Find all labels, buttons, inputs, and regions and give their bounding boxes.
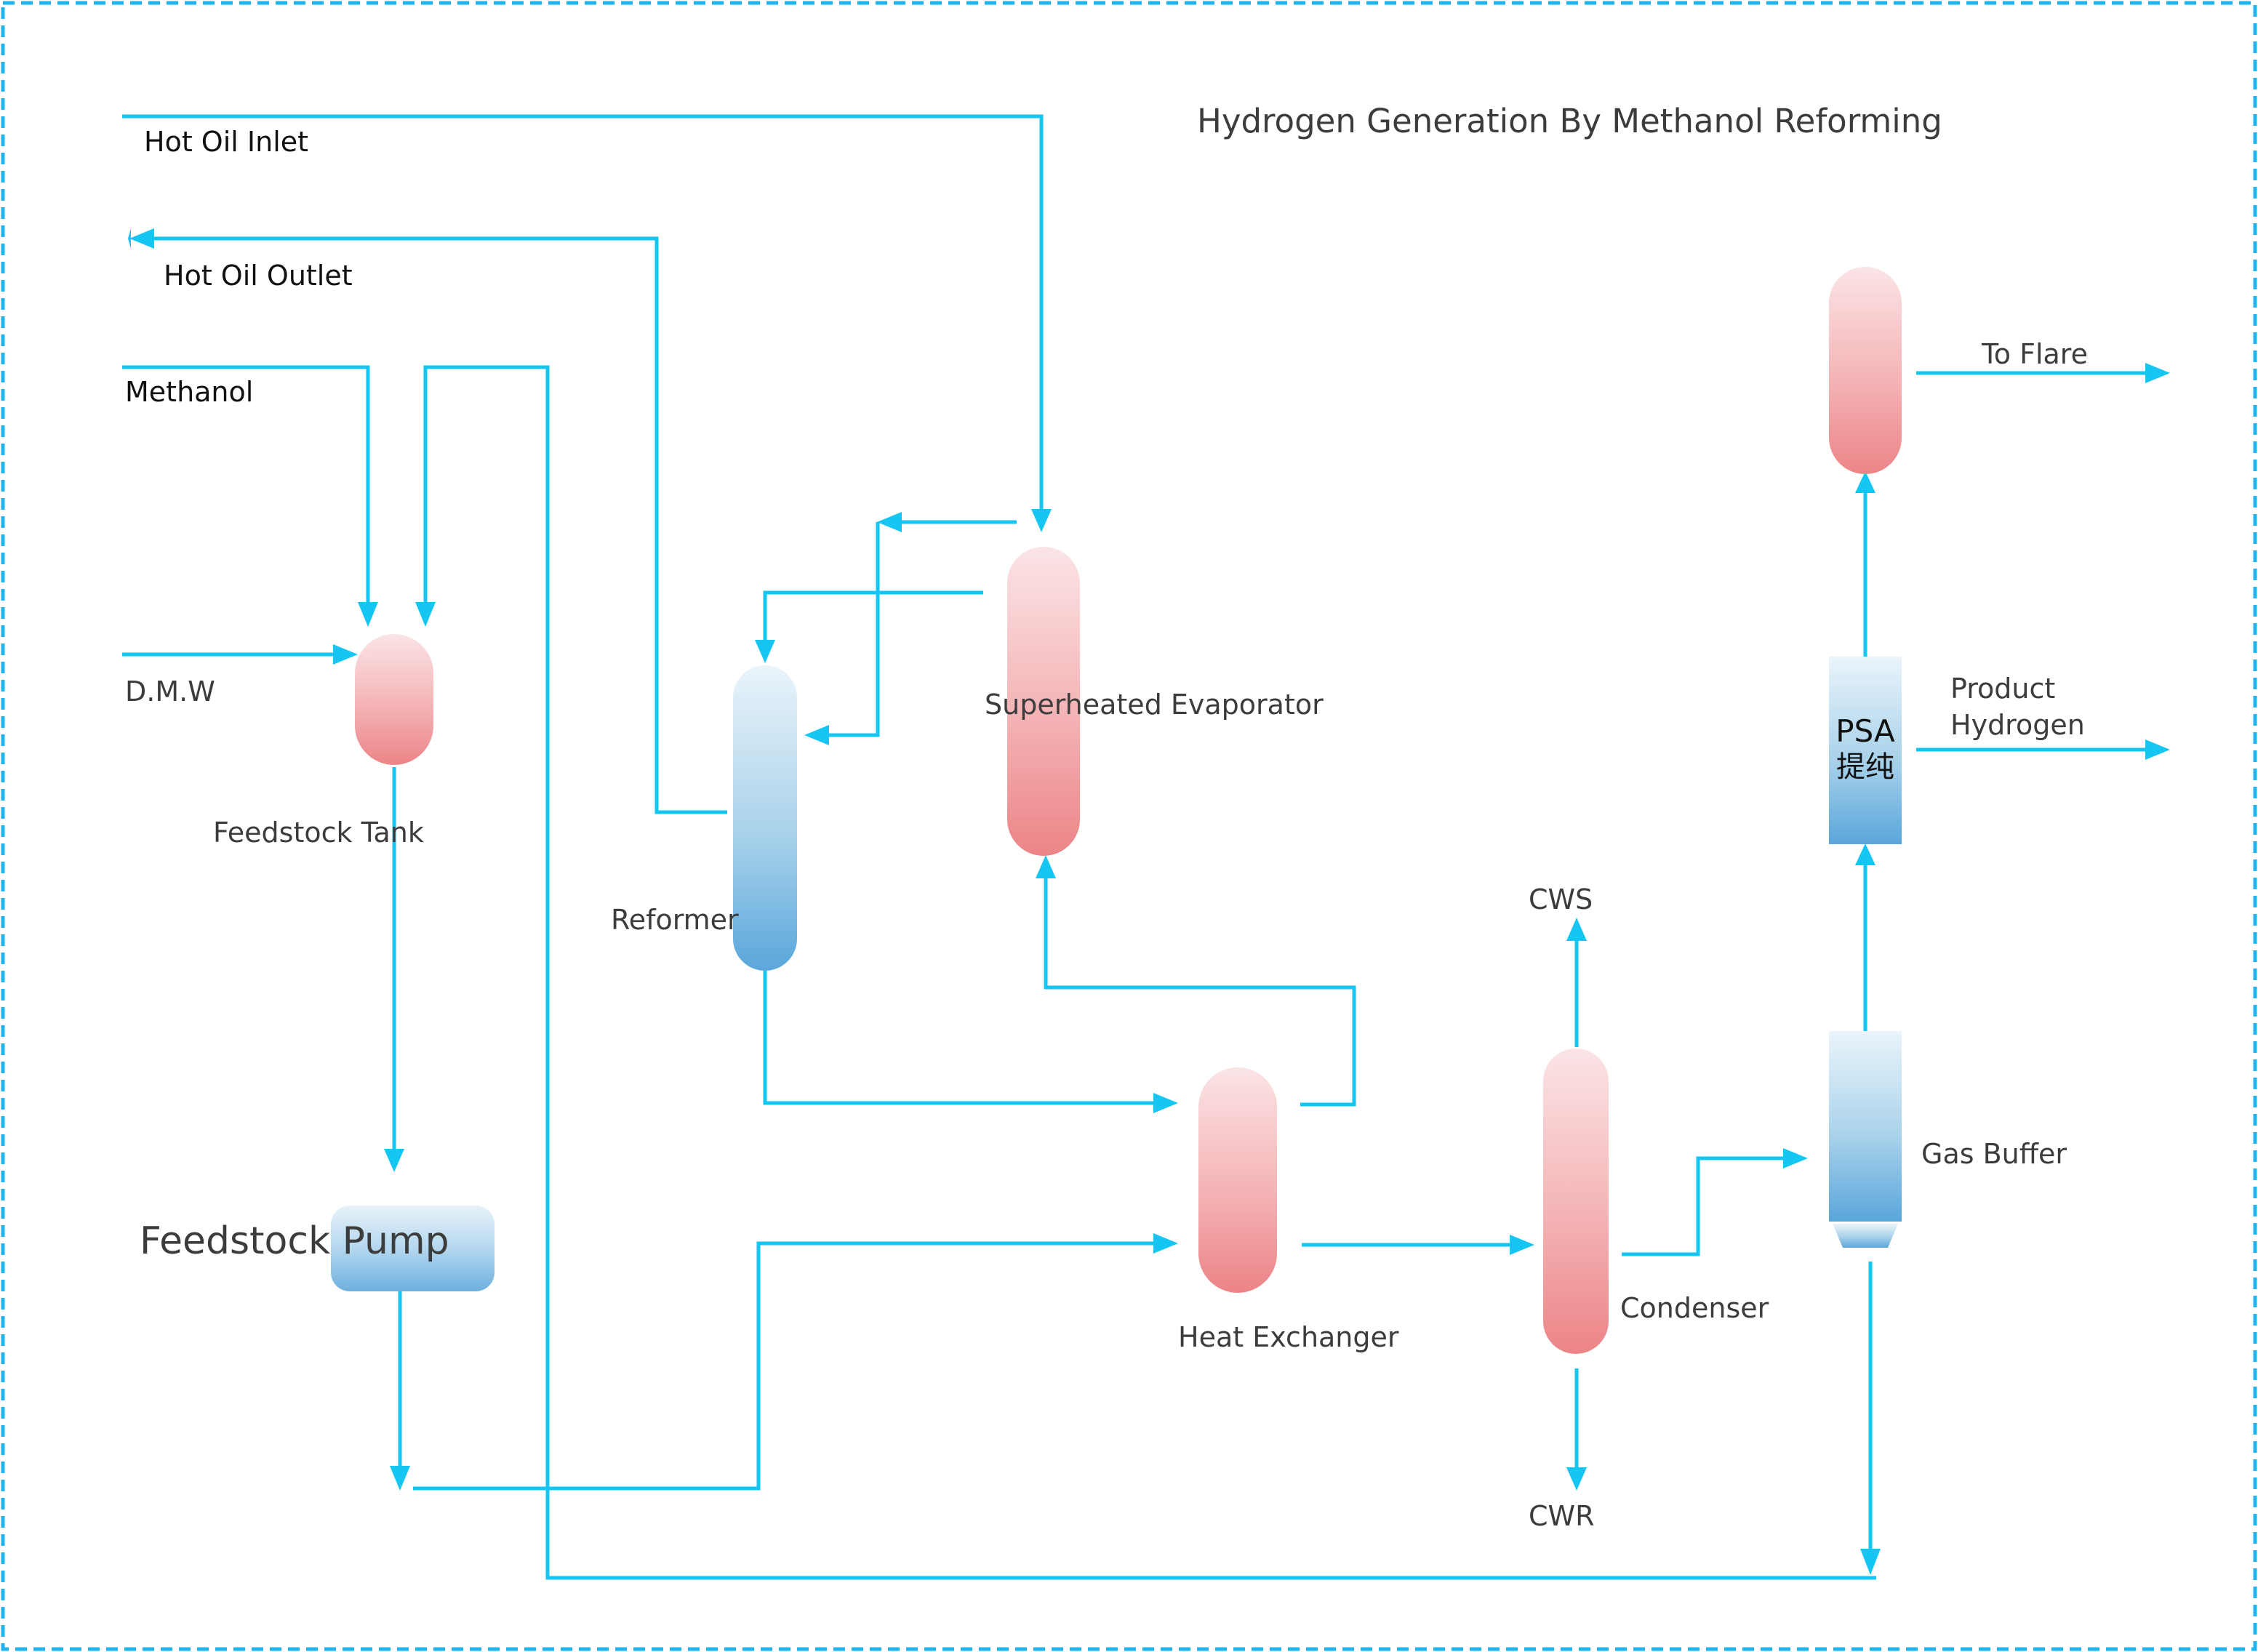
arrow-return-loop bbox=[415, 602, 436, 627]
arrow-product-hydrogen bbox=[2145, 739, 2170, 760]
diagram-title: Hydrogen Generation By Methanol Reformin… bbox=[1197, 102, 1942, 140]
flare-vessel bbox=[1829, 267, 1902, 474]
label-cwr: CWR bbox=[1529, 1500, 1595, 1532]
arrow-pump-to-hx bbox=[1153, 1233, 1178, 1254]
label-reformer: Reformer bbox=[611, 904, 739, 936]
arrow-buffer-to-psa bbox=[1855, 843, 1875, 865]
flow-methanol bbox=[122, 365, 370, 608]
label-gas-buffer: Gas Buffer bbox=[1921, 1138, 2067, 1170]
flow-evaporator-to-reformer-top bbox=[763, 590, 983, 647]
label-methanol: Methanol bbox=[125, 376, 253, 408]
label-dmw: D.M.W bbox=[125, 675, 215, 707]
labels: Hydrogen Generation By Methanol Reformin… bbox=[125, 102, 2088, 1532]
feedstock-tank-vessel bbox=[355, 634, 433, 765]
arrow-dmw bbox=[333, 644, 358, 665]
label-psa-purification: 提纯 bbox=[1836, 750, 1894, 784]
superheated-evaporator-vessel bbox=[1007, 547, 1080, 856]
arrow-reformer-to-hx bbox=[1153, 1093, 1178, 1113]
arrowheads bbox=[128, 228, 2170, 1575]
reformer-vessel bbox=[733, 665, 797, 971]
heat-exchanger-vessel bbox=[1198, 1067, 1277, 1293]
label-to-flare: To Flare bbox=[1981, 338, 2088, 370]
label-product-hydrogen-line1: Product bbox=[1950, 673, 2055, 705]
label-condenser: Condenser bbox=[1620, 1292, 1769, 1324]
arrow-hot-oil-inlet bbox=[1031, 509, 1052, 532]
arrow-hx-to-condenser bbox=[1510, 1235, 1534, 1255]
arrow-evaporator-branch bbox=[877, 512, 902, 532]
arrow-buffer-bottom bbox=[1860, 1549, 1881, 1575]
arrow-cwr bbox=[1566, 1467, 1587, 1491]
equipment bbox=[331, 267, 1902, 1354]
arrow-condenser-to-buffer bbox=[1783, 1148, 1808, 1168]
label-psa: PSA bbox=[1835, 713, 1895, 749]
flow-evaporator-to-reformer-side bbox=[818, 522, 880, 737]
arrow-pump-down bbox=[390, 1466, 410, 1491]
label-feedstock-tank: Feedstock Tank bbox=[213, 817, 424, 849]
psa-column bbox=[1829, 657, 1902, 844]
label-cws: CWS bbox=[1529, 883, 1593, 915]
flow-hot-oil-outlet bbox=[153, 236, 727, 814]
gas-buffer-vessel bbox=[1829, 1031, 1902, 1222]
arrow-evaporator-to-reformer bbox=[755, 640, 775, 663]
arrow-methanol bbox=[358, 602, 378, 627]
arrow-tank-to-pump bbox=[384, 1149, 404, 1172]
label-product-hydrogen-line2: Hydrogen bbox=[1950, 709, 2085, 741]
label-superheated-evaporator: Superheated Evaporator bbox=[985, 689, 1324, 721]
arrow-psa-to-top bbox=[1855, 471, 1875, 493]
flow-hx-to-evaporator bbox=[1044, 871, 1356, 1107]
arrow-hot-oil-outlet-head bbox=[129, 228, 154, 249]
flow-condenser-to-buffer bbox=[1622, 1156, 1793, 1256]
arrow-to-flare bbox=[2145, 363, 2170, 383]
label-feedstock-pump: Feedstock Pump bbox=[140, 1219, 449, 1263]
arrow-cws bbox=[1566, 918, 1587, 941]
arrow-hx-to-evaporator bbox=[1036, 855, 1056, 878]
arrow-reformer-side bbox=[804, 725, 829, 745]
flow-return-loop bbox=[423, 365, 1876, 1580]
flow-lines bbox=[122, 114, 2154, 1580]
gas-buffer-funnel bbox=[1833, 1224, 1898, 1248]
label-hot-oil-outlet: Hot Oil Outlet bbox=[164, 260, 353, 292]
flow-reformer-to-hx bbox=[763, 971, 1164, 1105]
flow-hot-oil-inlet bbox=[122, 114, 1044, 516]
feedstock-pump-body bbox=[331, 1206, 495, 1291]
label-hot-oil-inlet: Hot Oil Inlet bbox=[144, 126, 308, 158]
label-heat-exchanger: Heat Exchanger bbox=[1178, 1321, 1399, 1353]
condenser-vessel bbox=[1543, 1048, 1609, 1354]
flow-pump-to-heat-exchanger bbox=[413, 1241, 1164, 1491]
